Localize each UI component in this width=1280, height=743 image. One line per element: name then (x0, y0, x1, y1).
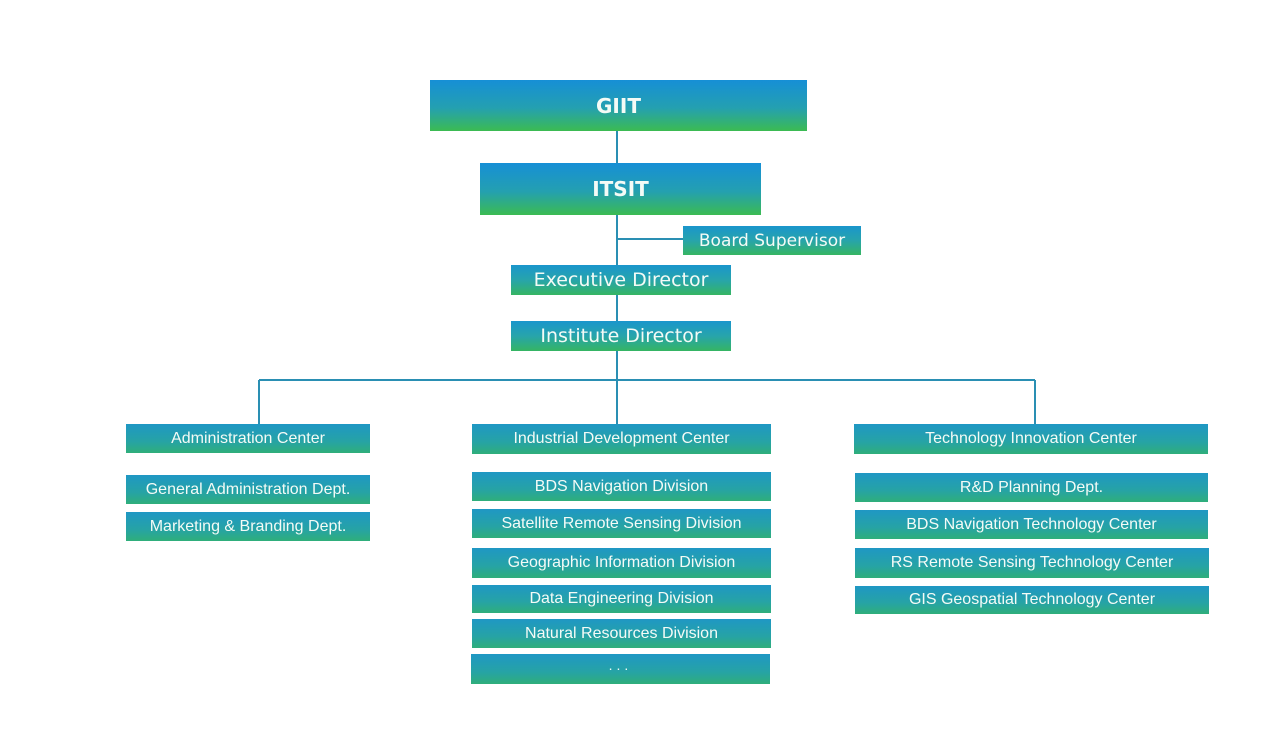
itsit-box: ITSIT (480, 163, 761, 215)
administration-dept-item: General Administration Dept. (126, 475, 370, 504)
administration-dept-item: Marketing & Branding Dept. (126, 512, 370, 541)
executive-director-box: Executive Director (511, 265, 731, 295)
industrial-division-item: BDS Navigation Division (472, 472, 771, 501)
technology-dept-item: R&D Planning Dept. (855, 473, 1208, 502)
industrial-more-item: ... (471, 654, 770, 684)
technology-dept-item: RS Remote Sensing Technology Center (855, 548, 1209, 578)
industrial-development-center-box: Industrial Development Center (472, 424, 771, 454)
industrial-division-item: Satellite Remote Sensing Division (472, 509, 771, 538)
administration-center-box: Administration Center (126, 424, 370, 453)
technology-dept-item: BDS Navigation Technology Center (855, 510, 1208, 539)
giit-box: GIIT (430, 80, 807, 131)
industrial-division-item: Data Engineering Division (472, 585, 771, 613)
technology-innovation-center-box: Technology Innovation Center (854, 424, 1208, 454)
board-supervisor-box: Board Supervisor (683, 226, 861, 255)
institute-director-box: Institute Director (511, 321, 731, 351)
technology-dept-item: GIS Geospatial Technology Center (855, 586, 1209, 614)
industrial-division-item: Geographic Information Division (472, 548, 771, 578)
industrial-division-item: Natural Resources Division (472, 619, 771, 648)
